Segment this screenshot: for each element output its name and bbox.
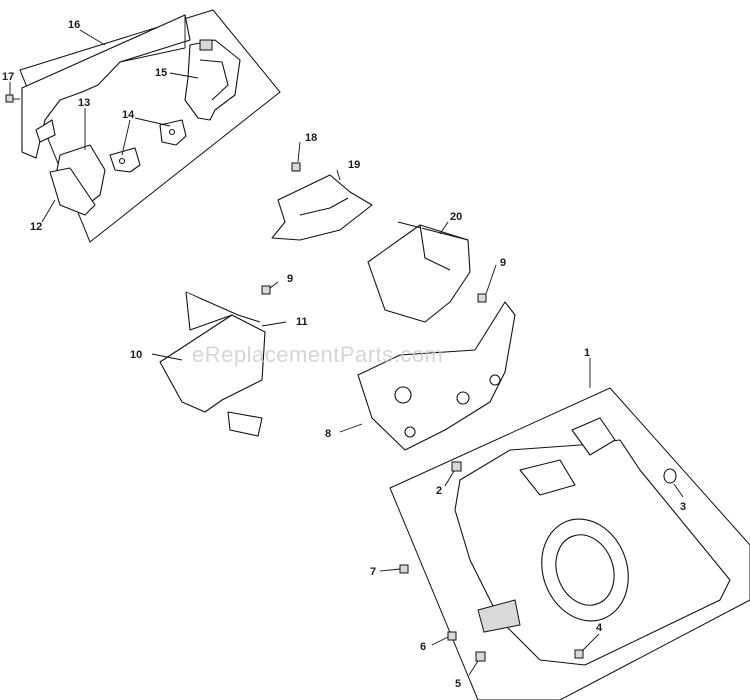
callout-7: 7 <box>370 566 376 578</box>
callout-1: 1 <box>584 347 590 359</box>
callout-4: 4 <box>596 622 603 634</box>
callout-6: 6 <box>420 641 426 653</box>
part-11-baffle-lip <box>227 411 263 437</box>
callout-11: 11 <box>296 316 308 328</box>
group-frame-bottom-right <box>389 387 750 700</box>
callout-15: 15 <box>155 67 167 79</box>
callout-14: 14 <box>122 109 135 121</box>
callout-3: 3 <box>680 501 686 513</box>
callout-12: 12 <box>30 221 42 233</box>
part-13-bracket <box>49 144 106 216</box>
part-18-screw <box>291 162 301 172</box>
part-3-grommet <box>663 468 677 484</box>
part-15-bracket <box>184 39 241 121</box>
part-5-screw <box>475 651 486 662</box>
part-10-baffle <box>159 291 266 413</box>
callout-16: 16 <box>68 19 80 31</box>
part-14-small-bracket-right <box>159 119 187 146</box>
part-17-screw <box>5 94 20 103</box>
part-20-housing-top <box>367 221 471 323</box>
part-19-shroud-piece <box>271 174 373 241</box>
callout-18: 18 <box>305 132 317 144</box>
callout-9-right: 9 <box>500 257 506 269</box>
part-4-nut <box>574 649 584 659</box>
part-6-screw <box>447 631 457 641</box>
part-8-housing-lower <box>357 301 516 451</box>
part-2-nut <box>451 461 462 472</box>
watermark: eReplacementParts.com <box>192 342 443 367</box>
leader-lines <box>9 29 684 676</box>
callouts: 16 17 15 13 14 12 18 19 20 9 9 11 10 8 1… <box>2 19 686 690</box>
callout-2: 2 <box>436 485 442 497</box>
part-9-screw-right <box>477 293 487 303</box>
callout-13: 13 <box>78 97 90 109</box>
callout-17: 17 <box>2 71 14 83</box>
callout-20: 20 <box>450 211 462 223</box>
callout-9-left: 9 <box>287 273 293 285</box>
part-9-screw-left <box>261 285 271 295</box>
callout-19: 19 <box>348 159 360 171</box>
callout-5: 5 <box>455 678 461 690</box>
part-16-bracket-plate <box>21 14 191 159</box>
part-1-blower-housing <box>454 417 731 666</box>
part-7-screw <box>399 564 409 574</box>
callout-10: 10 <box>130 349 142 361</box>
part-14-small-bracket-left <box>109 147 141 173</box>
callout-8: 8 <box>325 428 331 440</box>
